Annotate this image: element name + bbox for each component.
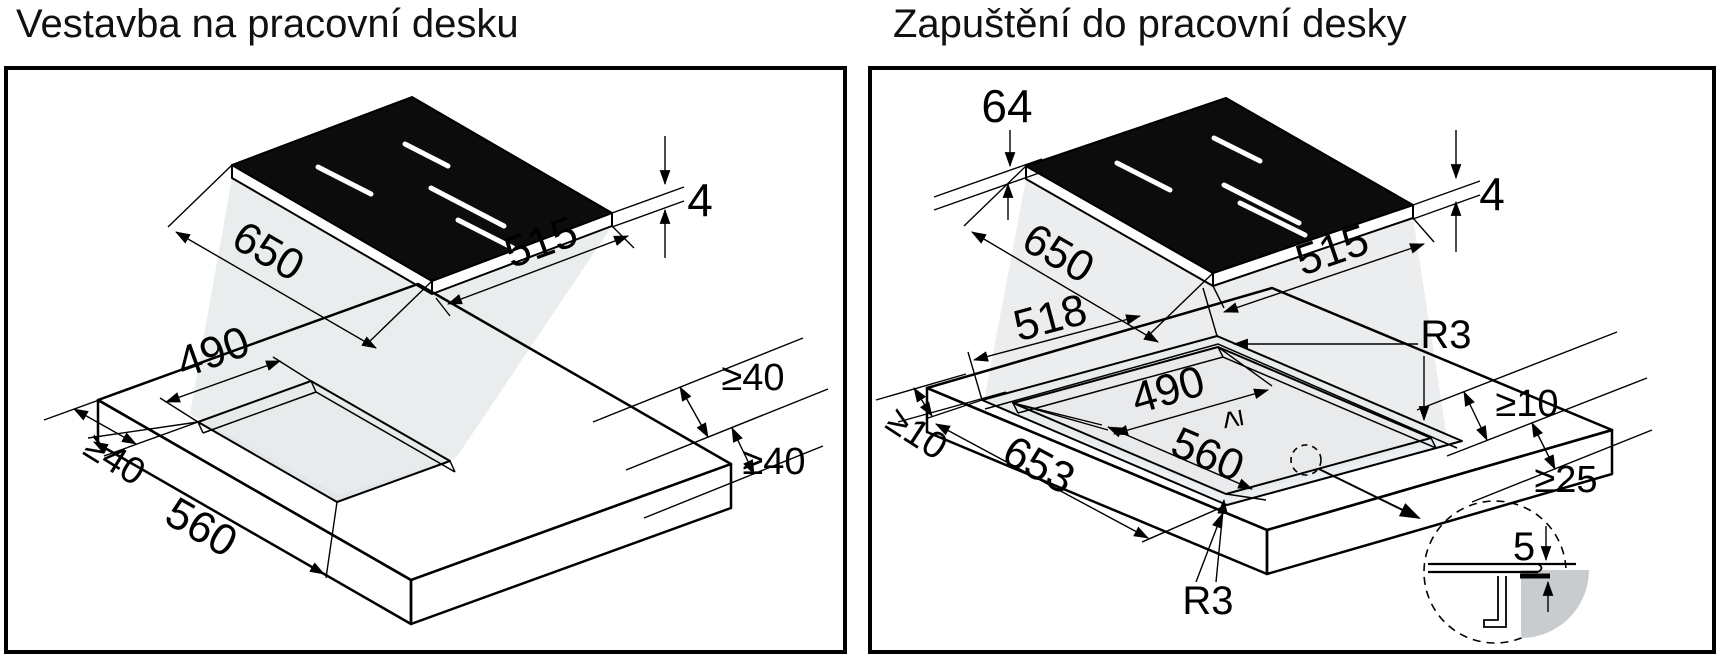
left-panel-title: Vestavba na pracovní desku	[16, 2, 519, 46]
right-diagram: 64 650 515 4 518 ≥10 490 ≥ 560	[875, 80, 1653, 644]
detail-callout: 5	[1290, 444, 1589, 644]
dim-4-label: 4	[687, 174, 713, 226]
dim-64-label: 64	[981, 80, 1032, 132]
dim-r3-top-label: R3	[1420, 313, 1471, 357]
dim-ge10-right-label: ≥10	[1495, 383, 1558, 425]
dim-ge40-right-top-label: ≥40	[721, 357, 784, 399]
dim-5-label: 5	[1513, 525, 1535, 569]
dim-ge40-left-label: ≥40	[76, 425, 152, 494]
dim-560-label: 560	[157, 488, 245, 567]
dim-ge40-right-bottom-label: ≥40	[742, 441, 805, 483]
hob-body-section	[1483, 576, 1507, 628]
right-panel-title: Zapuštění do pracovní desky	[893, 2, 1407, 46]
dim-r3-bottom-label: R3	[1182, 579, 1233, 623]
detail-source-circle	[1290, 444, 1322, 476]
left-diagram-panel: 650 515 4 490 560 ≥40 ≥40 ≥40	[4, 66, 847, 654]
cooktop-slits	[1114, 135, 1308, 238]
left-diagram: 650 515 4 490 560 ≥40 ≥40 ≥40	[43, 96, 829, 626]
worktop-corner-section	[1521, 570, 1589, 638]
dim-4-label: 4	[1479, 168, 1505, 220]
dim-ge25-label: ≥25	[1534, 459, 1597, 501]
right-diagram-panel: 64 650 515 4 518 ≥10 490 ≥ 560	[868, 66, 1716, 654]
glass-section	[1428, 562, 1576, 574]
ge-mark: ≥	[1212, 407, 1251, 431]
